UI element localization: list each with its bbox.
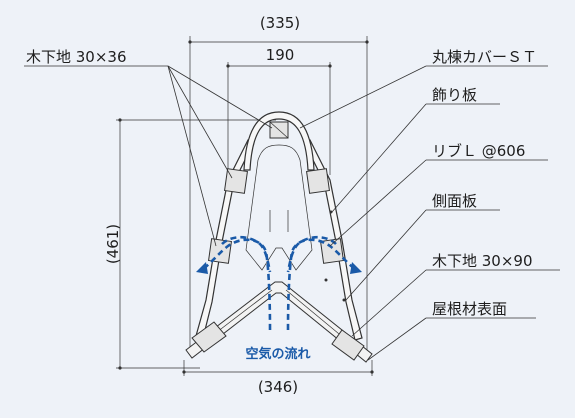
airflow-right-arrowhead <box>350 262 362 274</box>
dim-bottom-text: (346) <box>258 378 298 396</box>
wood-base-large-right <box>331 329 365 361</box>
label-side-plate: 側面板 <box>432 192 477 210</box>
label-wood-base-large: 木下地 30×90 <box>432 252 533 270</box>
wood-base-small-right-upper <box>306 168 330 194</box>
dim-inner-top-text: 190 <box>266 46 295 64</box>
decor-plate <box>245 144 313 271</box>
airflow-label: 空気の流れ <box>245 346 310 362</box>
airflow-right-inner <box>286 235 337 273</box>
label-decor-plate: 飾り板 <box>432 86 477 104</box>
label-roof-surface: 屋根材表面 <box>432 300 507 318</box>
ridge-cover-arch <box>243 111 315 171</box>
label-rib: リブＬ @606 <box>432 142 525 160</box>
label-wood-base-small: 木下地 30×36 <box>26 48 127 66</box>
label-ridge-cover: 丸棟カバーＳＴ <box>432 48 537 66</box>
airflow-left-inner <box>221 235 272 273</box>
rivets <box>324 210 346 302</box>
wood-base-small-left-upper <box>224 168 248 194</box>
airflow-arrows <box>196 235 362 331</box>
dim-overall-top-text: (335) <box>260 14 300 32</box>
dimension-height <box>116 118 276 370</box>
leaders-right <box>299 65 560 361</box>
leaders-left <box>24 65 273 247</box>
wood-base-small-top <box>269 121 289 139</box>
wood-base-large-left <box>191 321 227 353</box>
airflow-left-arrowhead <box>196 262 208 274</box>
dimension-overall-top <box>188 36 369 352</box>
wood-base-small-right-lower <box>320 238 344 264</box>
dim-height-text: (461) <box>104 224 122 264</box>
dimension-inner-top <box>226 62 332 175</box>
dimension-bottom <box>182 360 374 376</box>
